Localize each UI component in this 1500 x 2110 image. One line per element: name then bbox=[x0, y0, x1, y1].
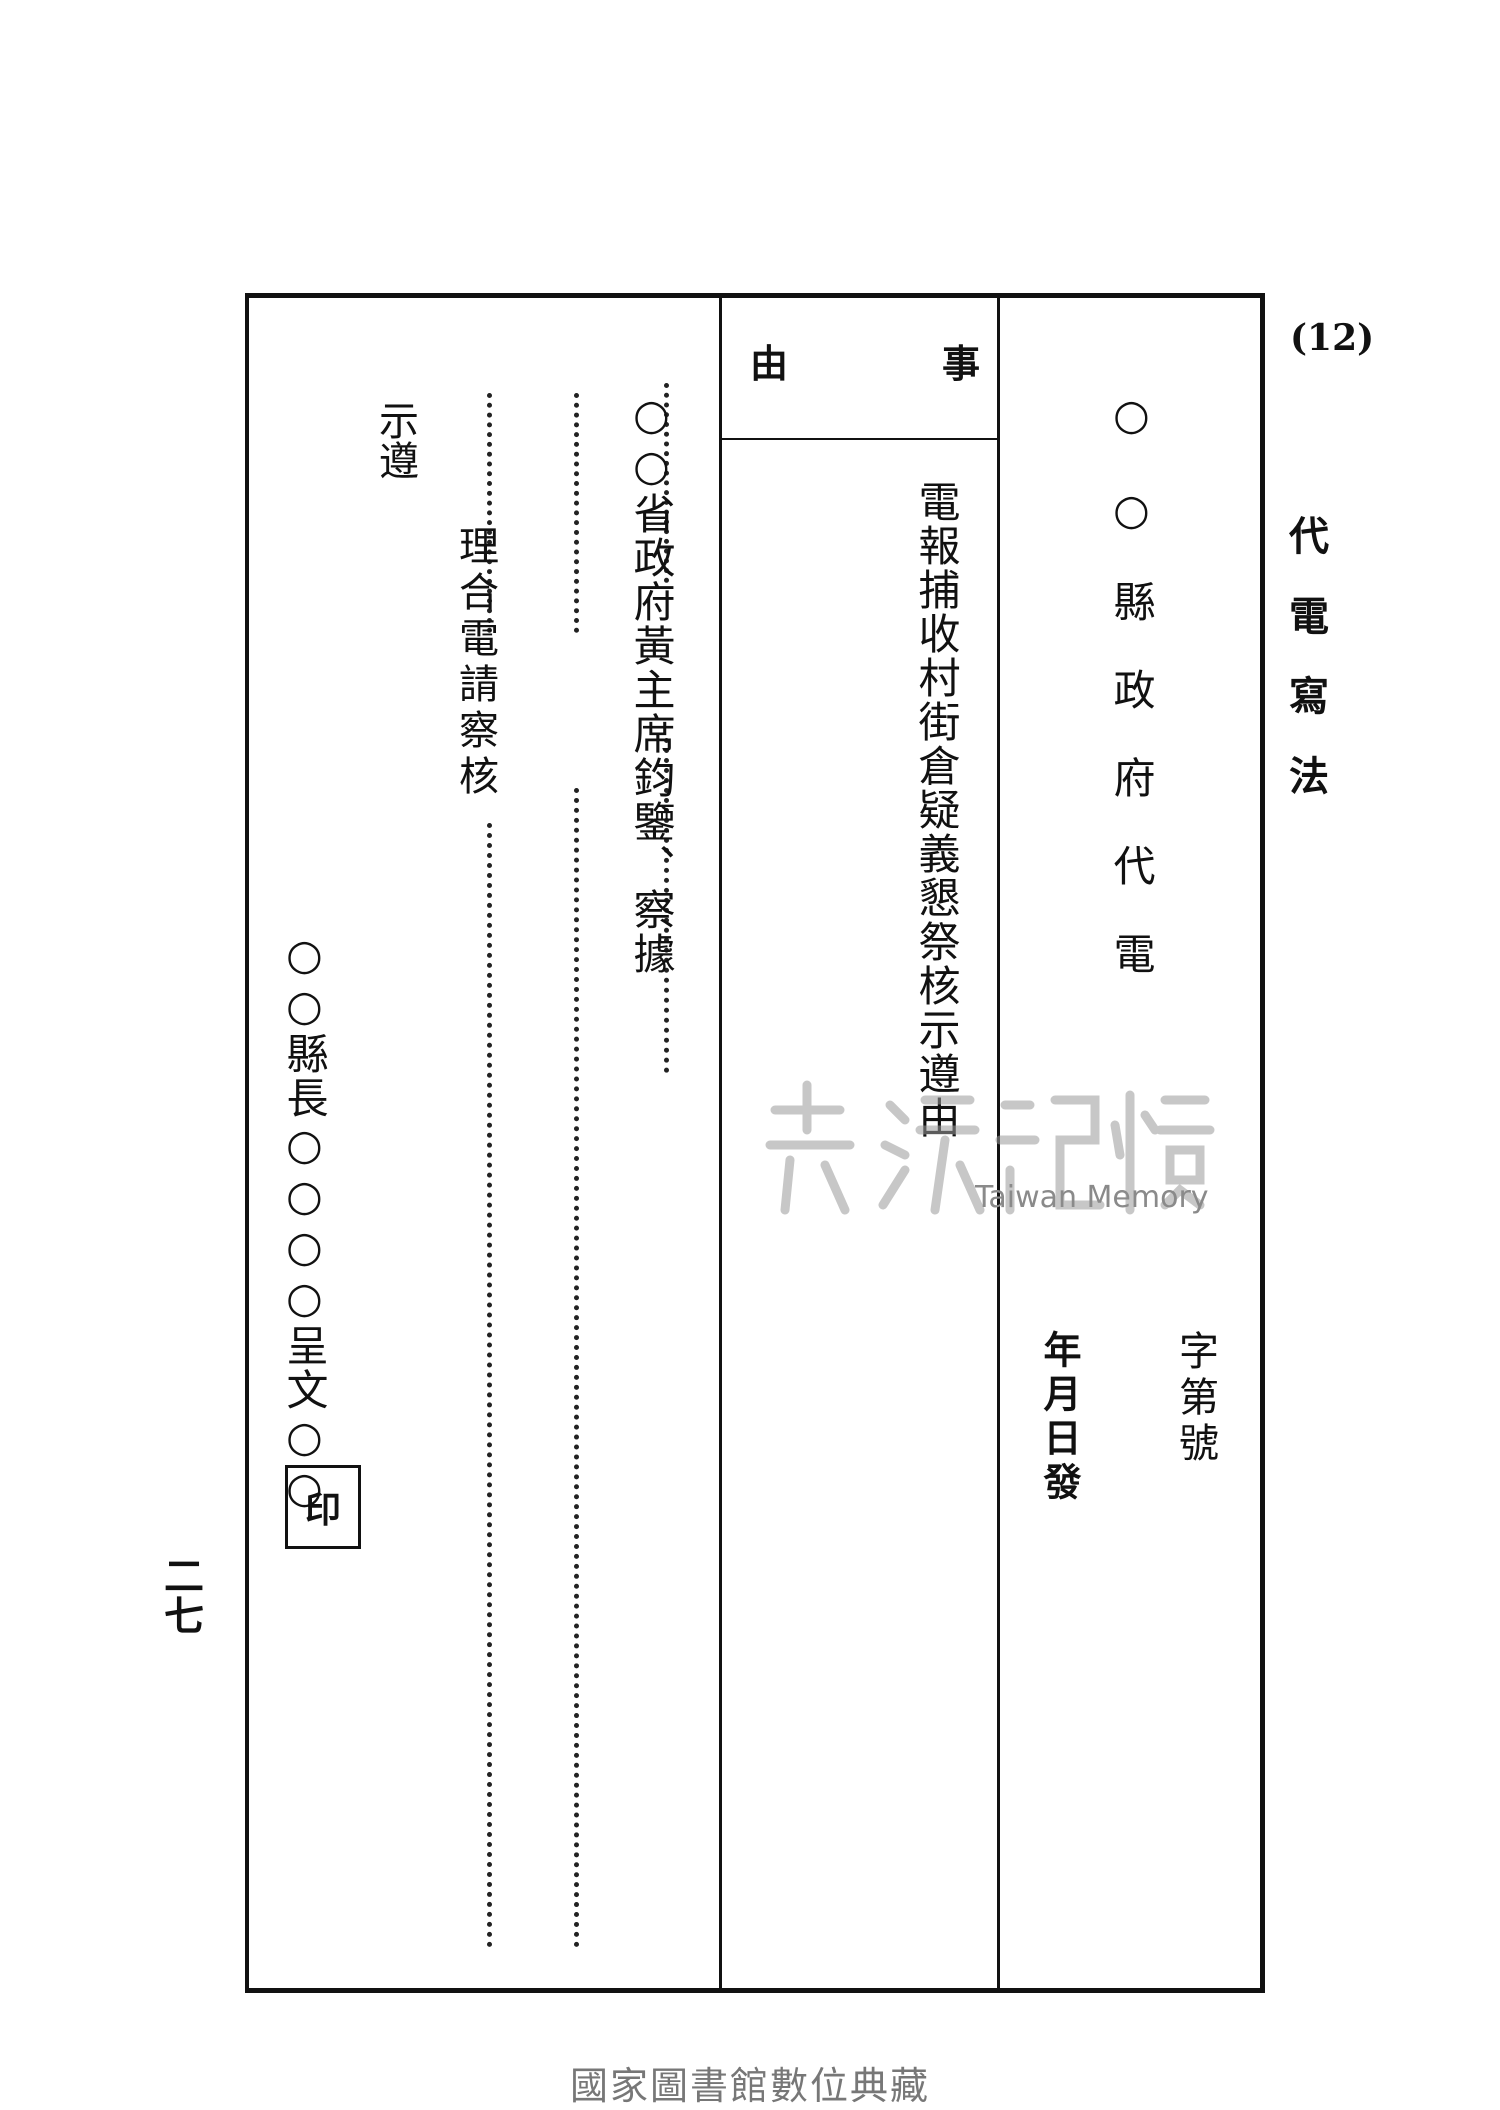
section-title: 代電寫法 bbox=[1282, 515, 1329, 835]
dotted-guide-6 bbox=[487, 823, 492, 1948]
library-credit: 國家圖書館數位典藏 bbox=[569, 2064, 930, 2108]
subject-text: 電報捕收村街倉疑義懇祭核示遵由 bbox=[912, 480, 961, 1140]
signature-line: ○○縣長○○○○呈文○○ bbox=[280, 930, 329, 1514]
dotted-guide-1 bbox=[664, 383, 669, 583]
telegram-form-frame bbox=[245, 293, 1265, 1993]
subject-header-right: 事 bbox=[941, 341, 980, 386]
sender-office: ○○縣政府代電 bbox=[1107, 390, 1156, 1020]
dotted-guide-3 bbox=[574, 393, 579, 633]
subject-header-left: 由 bbox=[750, 341, 789, 386]
issue-date-label: 年月日發 bbox=[1037, 1330, 1082, 1506]
addressee-line: ○○省政府黃主席鈞鑒、察據 bbox=[627, 390, 676, 976]
divider-subject-column bbox=[719, 298, 722, 1988]
subject-header-rule bbox=[722, 438, 997, 440]
subject-header: 由 事 bbox=[750, 345, 980, 383]
watermark-subtitle: Taiwan Memory bbox=[975, 1180, 1209, 1215]
dotted-guide-5 bbox=[487, 393, 492, 633]
seal-stamp: 印 bbox=[285, 1465, 361, 1549]
taiwan-memory-logo bbox=[765, 1080, 1215, 1215]
page-number: 二七 bbox=[157, 1555, 204, 1635]
dotted-guide-4 bbox=[574, 788, 579, 1948]
body-request-line: 理合電請察核 bbox=[452, 525, 498, 801]
document-number-label: 字第號 bbox=[1172, 1330, 1218, 1468]
dotted-guide-2 bbox=[664, 738, 669, 1073]
closing-line: 示遵 bbox=[372, 400, 418, 480]
section-number: (12) bbox=[1290, 317, 1375, 359]
seal-label: 印 bbox=[304, 1489, 341, 1531]
